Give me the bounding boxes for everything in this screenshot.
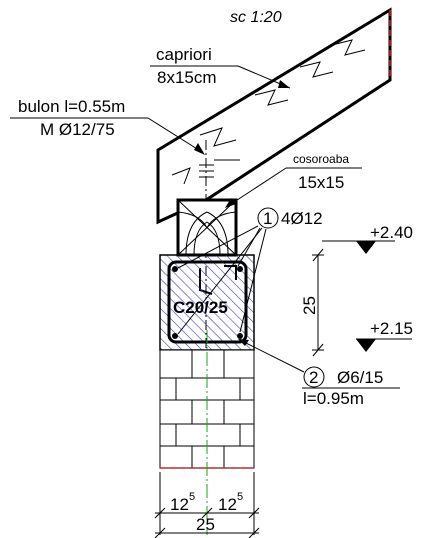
rafter-grain-lines — [171, 39, 366, 185]
rebar-mark: 1 — [263, 209, 272, 228]
rafter-size: 8x15cm — [157, 68, 217, 87]
wall-plate-leader — [227, 167, 287, 207]
dim-total: 25 — [196, 515, 215, 534]
stirrup-leader — [239, 339, 305, 373]
height-dimension: 25 — [300, 248, 324, 357]
width-dimensions: 12 5 12 5 25 — [154, 472, 260, 538]
rebar-dot — [172, 333, 178, 339]
bolt-spec: M Ø12/75 — [40, 120, 115, 139]
rafter-label: capriori 8x15cm — [150, 45, 291, 89]
level-bottom: +2.15 — [356, 319, 413, 352]
stirrup-mark-circle — [303, 366, 325, 388]
stirrup-length: l=0.95m — [303, 389, 364, 408]
level-top-value: +2.40 — [370, 223, 413, 242]
level-top: +2.40 — [322, 223, 413, 254]
rebar-leader — [177, 225, 259, 269]
beam-height-value: 25 — [300, 296, 319, 315]
level-bottom-value: +2.15 — [370, 319, 413, 338]
dim-left-main: 12 — [170, 495, 189, 514]
stirrup-label: 2 Ø6/15 l=0.95m — [238, 339, 400, 408]
rebar-dot — [237, 266, 243, 272]
wall-plate-name: cosoroaba — [293, 152, 349, 166]
dim-right-main: 12 — [218, 495, 237, 514]
rebar-leader — [239, 228, 267, 333]
bolt-nut-washer — [199, 159, 240, 178]
rafter-name: capriori — [156, 45, 212, 64]
rebar-label: 1 4Ø12 — [177, 207, 323, 335]
wall-plate-size: 15x15 — [298, 173, 344, 192]
rebar-spec: 4Ø12 — [281, 209, 323, 228]
dim-left-sup: 5 — [189, 491, 195, 503]
rebar-leader — [177, 227, 263, 335]
wall-plate-label: cosoroaba 15x15 — [225, 152, 362, 208]
stirrup-mark: 2 — [309, 368, 318, 387]
rafter — [156, 7, 392, 225]
concrete-class: C20/25 — [173, 298, 228, 317]
rebar-leader — [237, 227, 261, 267]
rebar-dot — [172, 266, 178, 272]
rebar-mark-circle — [257, 207, 279, 229]
bolt-leader — [147, 117, 203, 153]
bolt-label: bulon l=0.55m M Ø12/75 — [10, 97, 205, 155]
dim-right-sup: 5 — [237, 491, 243, 503]
scale-label: sc 1:20 — [230, 9, 282, 26]
wall-plate — [176, 198, 238, 257]
stirrup-spec: Ø6/15 — [337, 368, 383, 387]
bolt-name: bulon l=0.55m — [18, 97, 125, 116]
rebar-dot — [237, 333, 243, 339]
